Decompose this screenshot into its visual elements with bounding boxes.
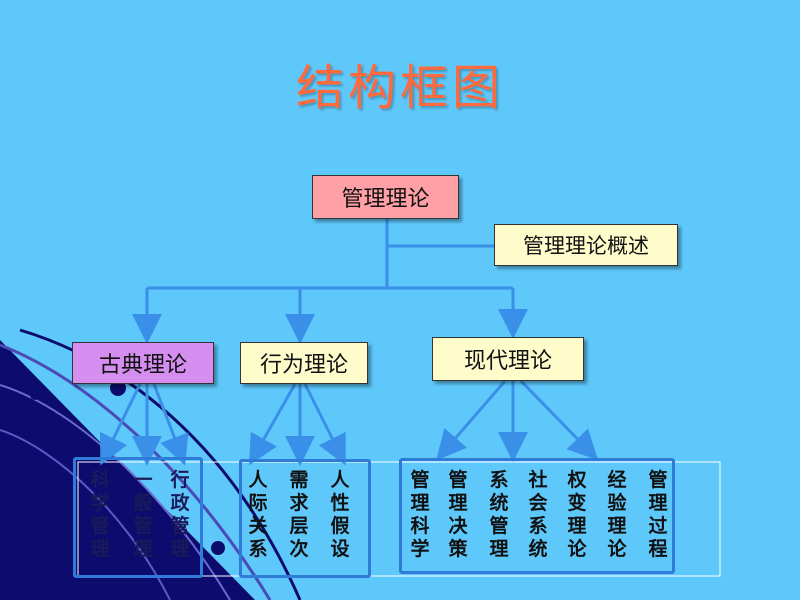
modern-items-group [399,458,675,574]
classic-item-3: 行政管理 [170,469,190,560]
modern-item-1: 管理科学 [410,469,430,560]
page-title: 结构框图 [295,60,504,116]
modern-theory-node: 现代理论 [432,337,584,381]
modern-item-2: 管理决策 [448,469,468,560]
classic-theory-node: 古典理论 [72,342,214,384]
modern-item-4: 社会系统 [528,469,548,560]
classic-items-group [73,457,203,578]
root-node: 管理理论 [312,175,459,219]
modern-item-5: 权变理论 [567,469,587,560]
modern-item-7: 管理过程 [648,469,668,560]
overview-node: 管理理论概述 [494,224,678,266]
behavior-item-2: 需求层次 [289,469,309,560]
modern-item-6: 经验理论 [607,469,627,560]
behavior-theory-node: 行为理论 [240,342,368,384]
classic-item-2: 一般管理 [133,469,153,560]
modern-item-3: 系统管理 [489,469,509,560]
behavior-item-3: 人性假设 [330,469,350,560]
classic-item-1: 科学管理 [90,469,110,560]
behavior-item-1: 人际关系 [248,469,268,560]
behavior-items-group [239,459,371,578]
decor-dot-icon [110,380,126,396]
